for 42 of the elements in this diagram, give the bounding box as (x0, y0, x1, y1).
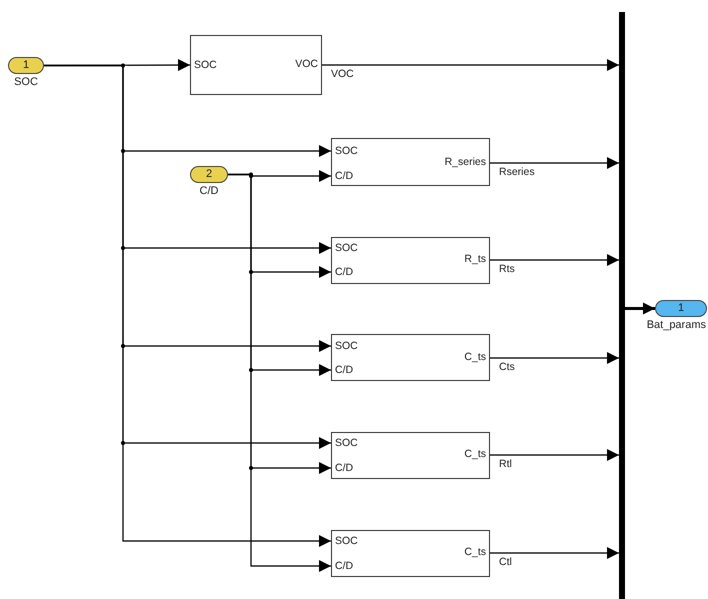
input-port-label: C/D (335, 266, 354, 278)
signal-arrow (490, 547, 619, 559)
subsystem-block (190, 35, 322, 95)
output-port-label: C_ts (464, 546, 486, 558)
input-port-label: SOC (335, 535, 358, 547)
signal-arrow (490, 254, 619, 266)
signal-arrow (490, 157, 619, 169)
output-port-label: R_ts (464, 253, 486, 265)
input-port-label: C/D (335, 170, 354, 182)
signal-arrow (625, 302, 655, 314)
signal-label: Cts (498, 361, 516, 373)
signal-arrow (228, 174, 331, 572)
subsystem-block (331, 138, 490, 186)
output-port-label: C_ts (464, 448, 486, 460)
input-port-label: C/D (335, 462, 354, 474)
output-port-label: R_series (444, 156, 486, 168)
signal-arrow (490, 352, 619, 364)
input-port-label: SOC (335, 437, 358, 449)
signal-label: VOC (330, 68, 355, 80)
input-port-label: SOC (335, 242, 358, 254)
port-name: Bat_params (646, 319, 706, 332)
subsystem-block (331, 432, 490, 479)
input-port-label: SOC (194, 59, 217, 71)
signal-arrow (44, 64, 331, 547)
subsystem-block (331, 334, 490, 381)
input-port-label: SOC (335, 145, 358, 157)
signal-label: Ctl (498, 556, 513, 568)
signal-arrow (490, 449, 619, 461)
input-port-label: C/D (335, 560, 354, 572)
input-port-label: SOC (335, 340, 358, 352)
input-port-label: C/D (335, 364, 354, 376)
signal-label: Rtl (498, 458, 513, 470)
subsystem-block (331, 530, 490, 577)
signal-label: Rseries (498, 166, 536, 178)
subsystem-block (331, 237, 490, 284)
signal-arrow (322, 59, 619, 71)
bus-bar (619, 12, 625, 599)
signal-label: Rts (498, 263, 516, 275)
port-name: SOC (14, 76, 38, 89)
port-name: C/D (200, 185, 218, 198)
output-port-label: C_ts (464, 351, 486, 363)
output-port-label: VOC (295, 58, 318, 70)
